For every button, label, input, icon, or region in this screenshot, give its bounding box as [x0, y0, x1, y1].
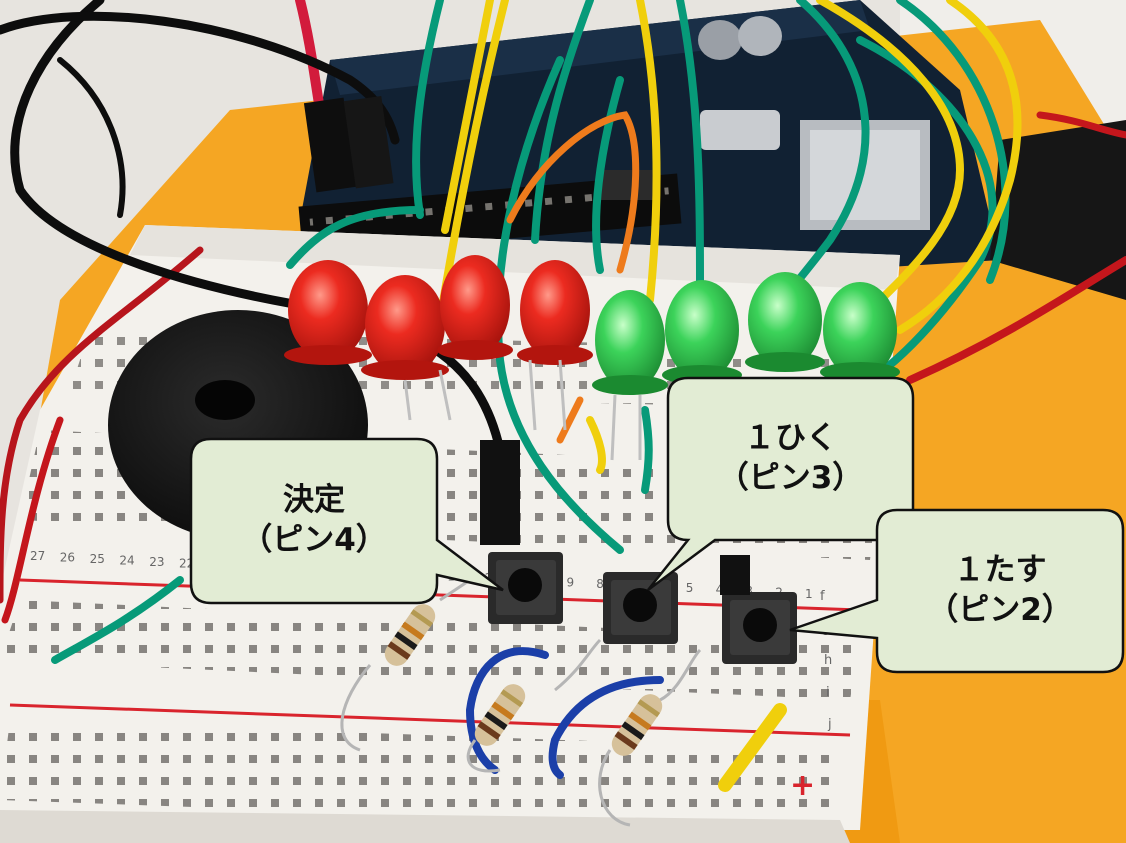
row-letter: j	[827, 717, 832, 732]
callout-decide-bubble	[189, 437, 504, 605]
red-led	[361, 275, 449, 380]
black-wire-connector	[480, 440, 520, 545]
led-row	[284, 255, 900, 395]
column-number: 24	[119, 553, 134, 567]
led-legs	[403, 359, 642, 461]
row-letter: f	[820, 589, 825, 604]
resistors	[340, 578, 702, 827]
row-letter: h	[824, 653, 832, 668]
green-led	[745, 272, 825, 372]
push-button-decide	[488, 552, 563, 624]
blue-wires	[465, 647, 664, 779]
column-number: 26	[60, 551, 75, 565]
column-number: 8	[596, 577, 604, 591]
green-led	[592, 290, 668, 395]
push-button-plus	[722, 592, 797, 664]
column-number: 25	[90, 552, 105, 566]
column-number: 4	[716, 583, 724, 597]
red-led	[517, 260, 593, 365]
callout-minus-bubble	[647, 376, 915, 592]
red-led	[284, 260, 372, 365]
column-number: 9	[567, 575, 575, 589]
yellow-wires	[436, 0, 1022, 792]
usb-cable	[990, 120, 1126, 300]
column-number: 23	[149, 555, 164, 569]
row-letter: i	[826, 685, 830, 700]
callout-plus-bubble	[789, 508, 1125, 674]
push-button-minus	[603, 572, 678, 644]
column-number: 27	[30, 549, 45, 563]
orange-wires	[506, 111, 640, 444]
rail-red-line	[19, 578, 861, 612]
column-number: 1	[805, 587, 813, 601]
red-led	[437, 255, 513, 360]
rail-plus-sign: +	[790, 768, 815, 803]
column-number: 5	[686, 581, 694, 595]
